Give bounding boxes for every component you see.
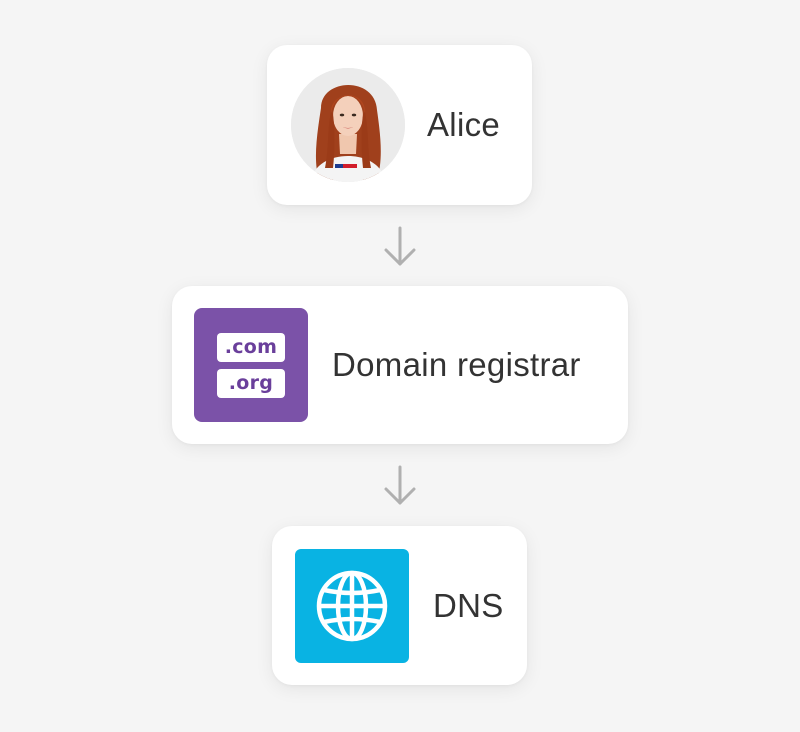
alice-label: Alice [427,106,501,143]
alice-avatar [291,68,405,182]
alice-node: Alice [267,45,532,205]
domain-registrar-node: .com .org Domain registrar [172,286,628,444]
dns-label: DNS [433,586,504,624]
arrow-down-icon [384,465,416,505]
dns-tile [295,548,409,663]
domain-registrar-icon: .com .org [194,308,308,422]
arrow-down-icon [384,226,416,266]
globe-icon [316,570,388,641]
tld-org-tag: .org [217,368,285,398]
dns-node: DNS [272,526,527,685]
tld-com-tag: .com [217,332,285,362]
domain-registrar-label: Domain registrar [332,346,581,383]
